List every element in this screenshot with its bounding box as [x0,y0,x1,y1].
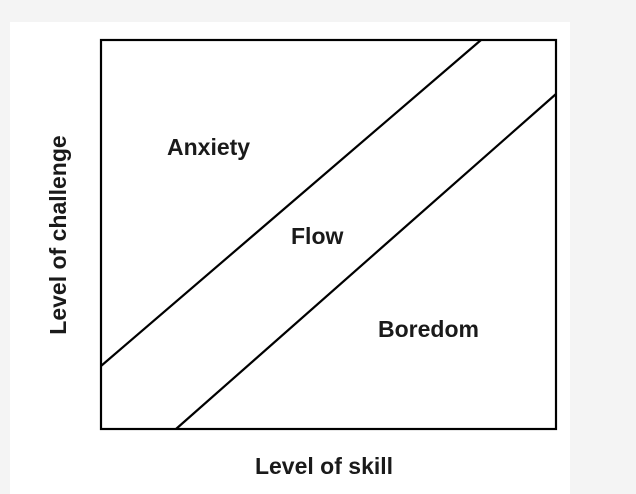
plot-frame [99,38,558,431]
diagram-background [10,22,570,494]
region-label-flow: Flow [291,223,343,249]
y-axis-label: Level of challenge [45,135,71,334]
region-label-anxiety: Anxiety [167,134,250,160]
lower-flow-boundary [175,93,557,430]
upper-flow-boundary [100,39,482,367]
region-label-boredom: Boredom [378,316,479,342]
x-axis-label: Level of skill [255,453,393,479]
